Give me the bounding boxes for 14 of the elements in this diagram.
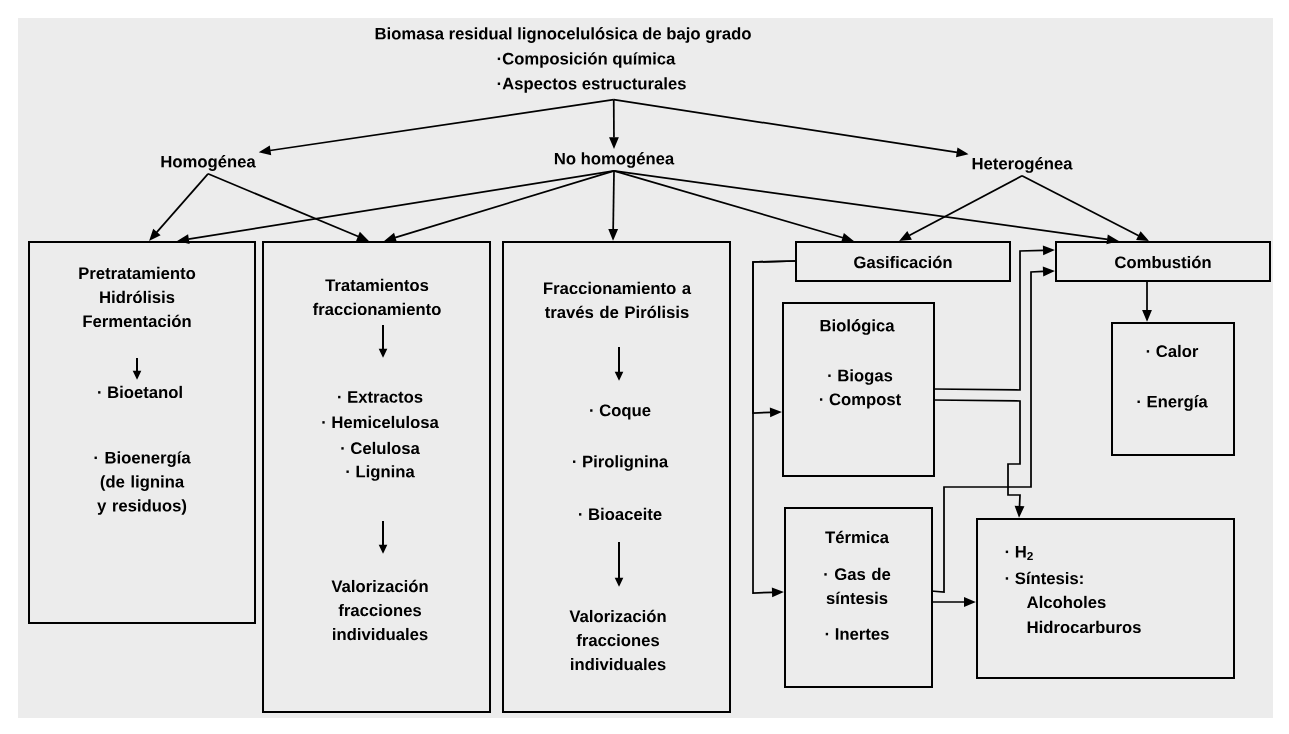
category-label: No homogénea xyxy=(554,152,675,168)
process-box: Biológica · Biogas · Compost xyxy=(782,302,935,477)
heading-text: Biomasa residual lignocelulósica de bajo grado ·Composición química ·Aspectos estructurales xyxy=(375,27,751,93)
process-box: · H$_{2}$ · Síntesis: Alcoholes Hidrocarburos xyxy=(976,518,1235,679)
process-box: Tratamientos fraccionamiento · Extractos · Hemicelulosa · Celulosa · Lignina Valorización fracciones individuales xyxy=(262,241,491,713)
process-box: · Calor · Energía xyxy=(1111,322,1235,456)
process-box: Pretratamiento Hidrólisis Fermentación · Bioetanol · Bioenergía (de lignina y residuos) xyxy=(28,241,256,624)
process-box: Combustión xyxy=(1055,241,1271,282)
category-label: Homogénea xyxy=(161,155,256,171)
process-box: Gasificación xyxy=(795,241,1011,282)
process-box: Fraccionamiento a través de Pirólisis · Coque · Pirolignina · Bioaceite Valorización fracciones individuales xyxy=(502,241,731,713)
process-box: Térmica · Gas de síntesis · Inertes xyxy=(784,507,933,688)
arrow xyxy=(149,172,209,241)
category-label: Heterogénea xyxy=(972,157,1073,173)
